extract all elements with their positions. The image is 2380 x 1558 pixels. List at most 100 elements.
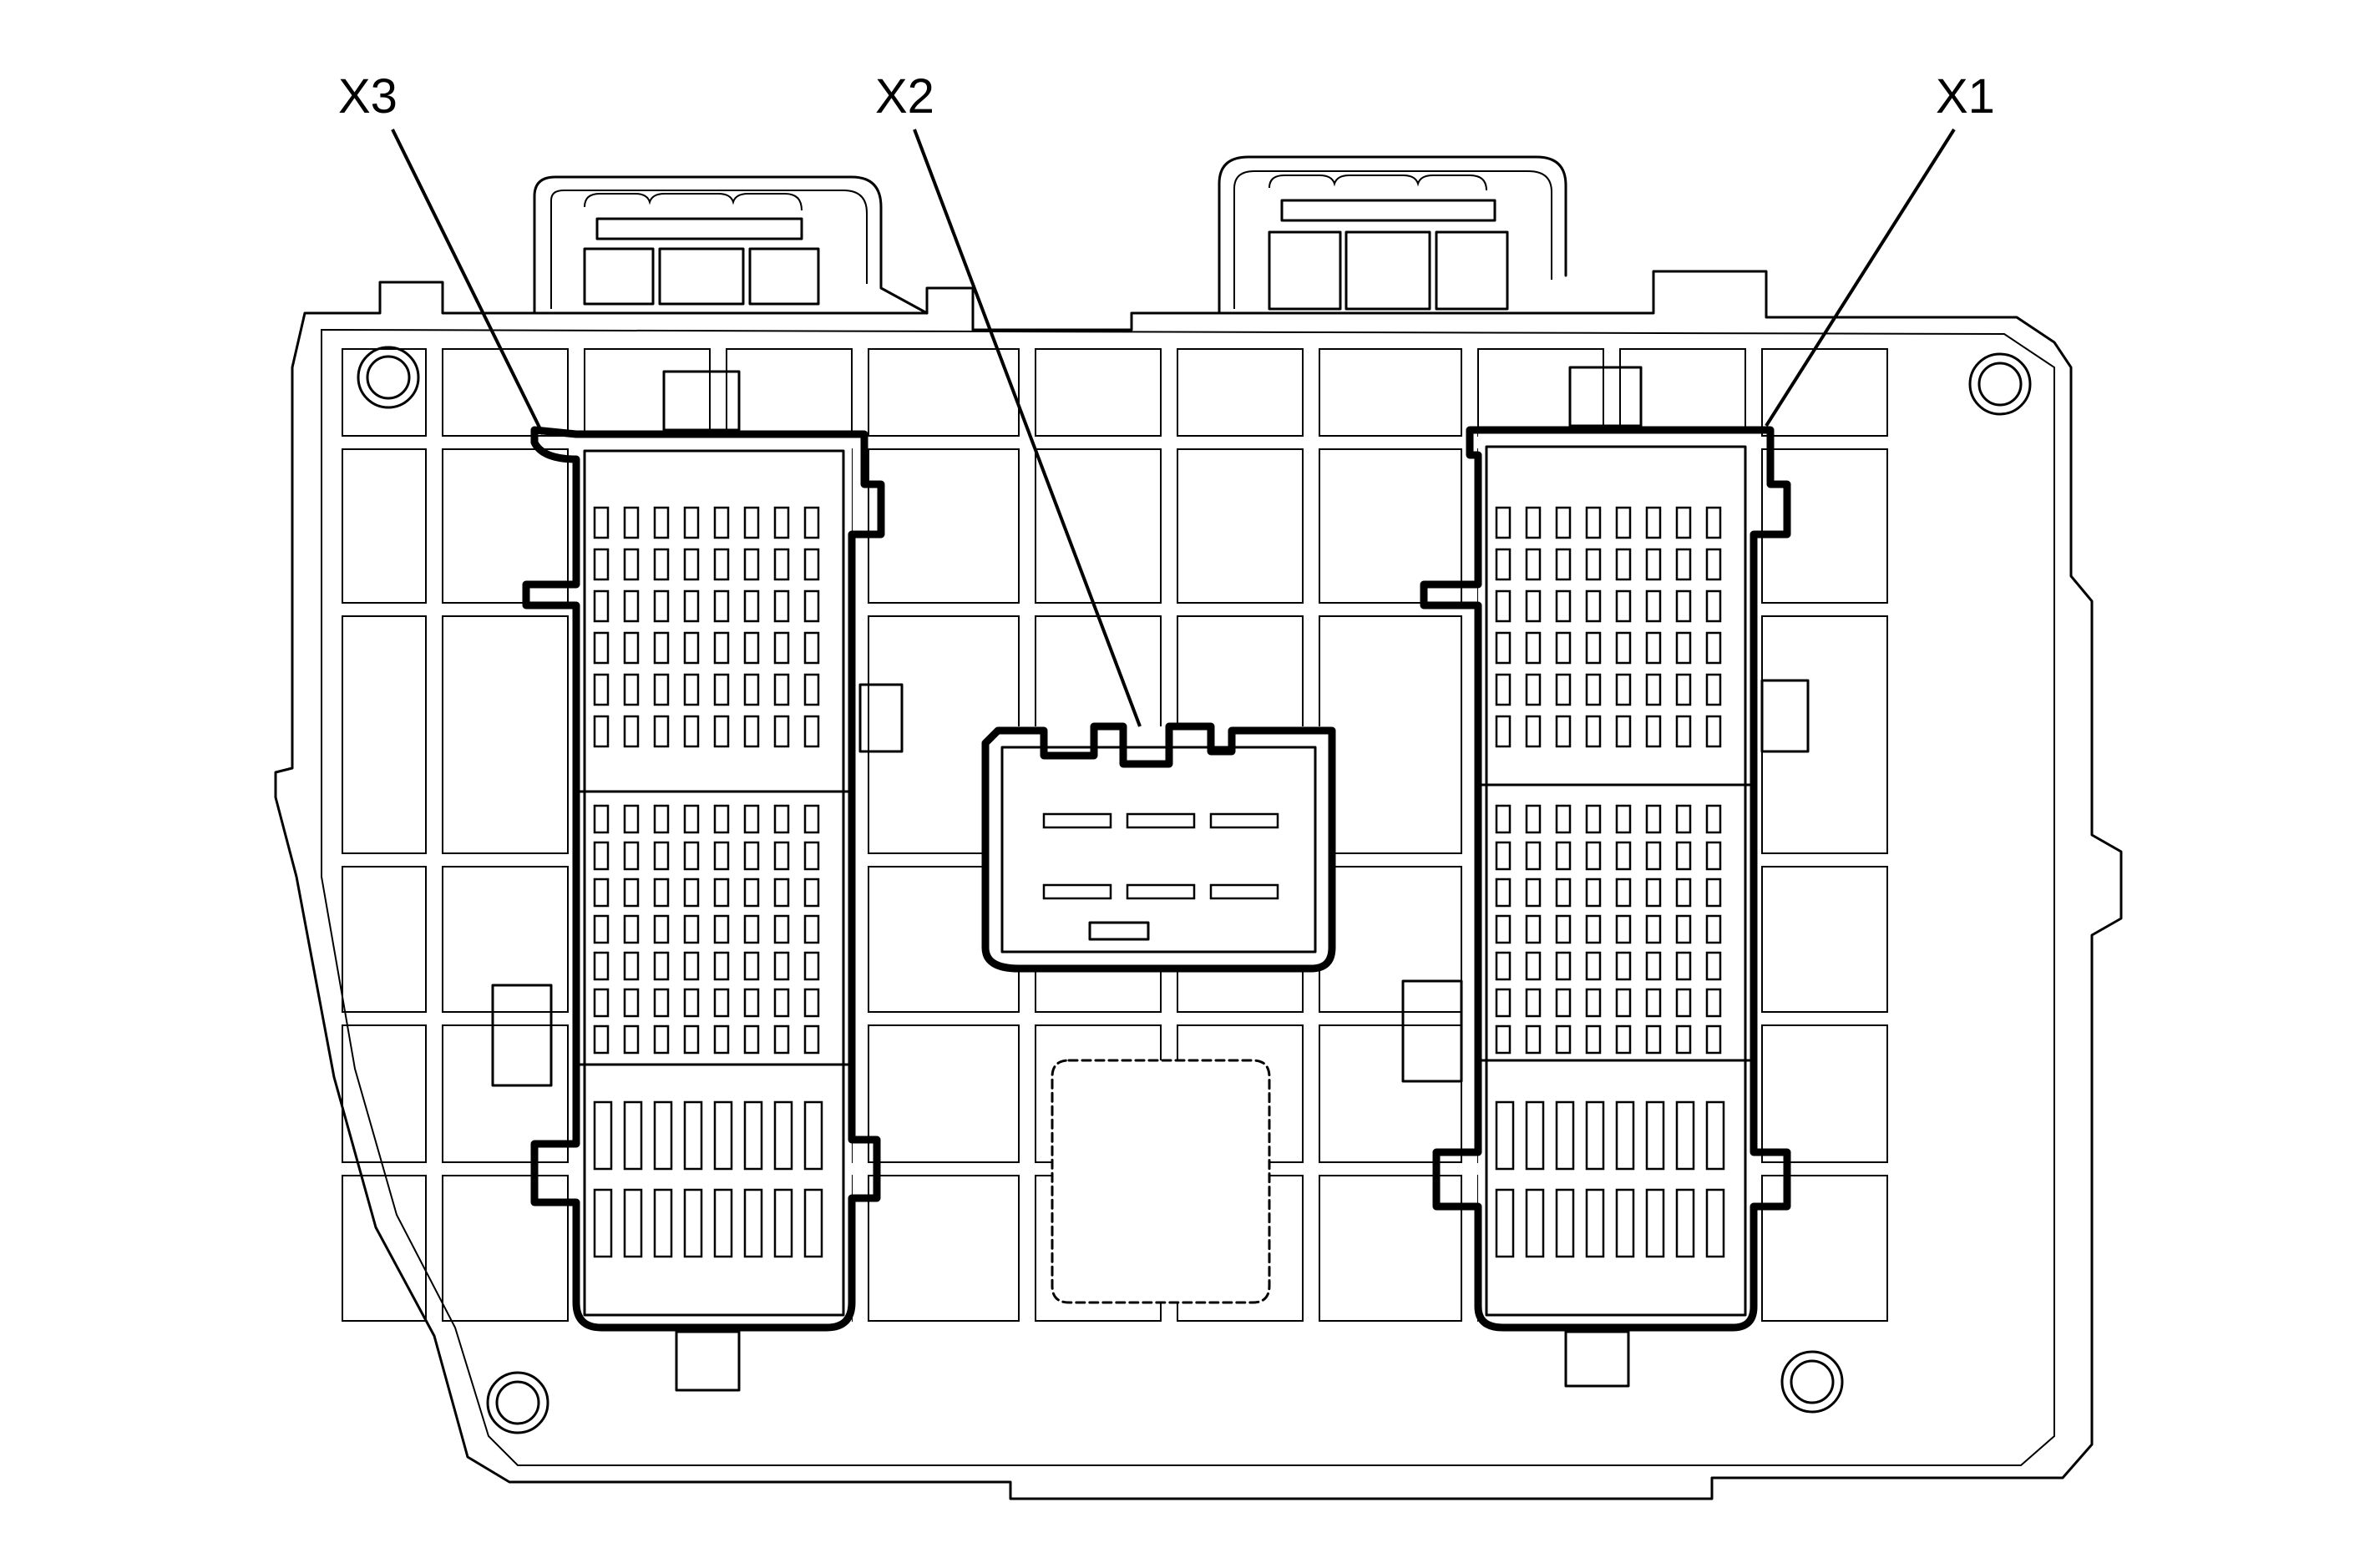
terminal-cavity xyxy=(653,1100,673,1171)
terminal-cavity xyxy=(1525,548,1542,581)
mounting-hole-top-left xyxy=(357,346,420,409)
terminal-cavity xyxy=(803,589,820,623)
x2-terminal-cavity xyxy=(1042,883,1112,900)
terminal-cavity xyxy=(1495,589,1512,623)
top-mounting-tab-right xyxy=(1218,155,1567,315)
rib-cell xyxy=(868,348,1020,437)
rib-cell xyxy=(1761,1024,1888,1163)
terminal-cavity xyxy=(1615,914,1632,944)
rib-cell xyxy=(1177,448,1304,604)
terminal-cavity xyxy=(1585,506,1602,539)
terminal-cavity xyxy=(1675,841,1692,871)
terminal-cavity xyxy=(1495,631,1512,665)
terminal-cavity xyxy=(1525,951,1542,981)
terminal-cavity xyxy=(593,878,610,908)
terminal-cavity xyxy=(803,878,820,908)
terminal-cavity xyxy=(803,951,820,981)
terminal-cavity xyxy=(683,589,700,623)
terminal-cavity xyxy=(1525,715,1542,748)
terminal-cavity xyxy=(623,988,640,1018)
terminal-cavity xyxy=(773,878,790,908)
terminal-cavity xyxy=(773,914,790,944)
terminal-cavity xyxy=(743,988,760,1018)
terminal-cavity xyxy=(1705,589,1722,623)
rib-cell xyxy=(342,1024,427,1163)
terminal-cavity xyxy=(713,804,730,834)
terminal-cavity xyxy=(593,506,610,539)
terminal-cavity xyxy=(1555,914,1572,944)
terminal-cavity xyxy=(773,631,790,665)
leader-x3 xyxy=(391,129,544,435)
terminal-cavity xyxy=(623,1188,643,1258)
terminal-cavity xyxy=(1675,1024,1692,1055)
terminal-cavity xyxy=(1675,673,1692,706)
rib-cell xyxy=(1035,448,1162,604)
rib-cell xyxy=(1761,448,1888,604)
terminal-cavity xyxy=(1585,951,1602,981)
terminal-cavity xyxy=(1585,804,1602,834)
terminal-cavity xyxy=(1585,1188,1605,1258)
terminal-cavity xyxy=(1705,951,1722,981)
terminal-cavity xyxy=(1645,1100,1665,1171)
terminal-cavity xyxy=(1615,1100,1635,1171)
terminal-cavity xyxy=(743,1188,763,1258)
rib-cell xyxy=(1319,348,1462,437)
terminal-cavity xyxy=(773,804,790,834)
terminal-cavity xyxy=(1645,841,1662,871)
rib-cell xyxy=(1319,448,1462,604)
terminal-cavity xyxy=(623,951,640,981)
rib-cell xyxy=(868,1175,1020,1322)
terminal-cavity xyxy=(623,631,640,665)
x2-terminal-cavities xyxy=(1042,812,1279,900)
terminal-cavity xyxy=(713,589,730,623)
terminal-cavity xyxy=(683,804,700,834)
rib-cell xyxy=(1035,348,1162,437)
terminal-cavity xyxy=(1615,548,1632,581)
terminal-cavity xyxy=(1615,878,1632,908)
terminal-cavity xyxy=(773,673,790,706)
terminal-cavity xyxy=(743,506,760,539)
terminal-cavity xyxy=(1705,804,1722,834)
terminal-cavity xyxy=(623,715,640,748)
terminal-cavity xyxy=(773,506,790,539)
terminal-cavity xyxy=(1585,631,1602,665)
terminal-cavity xyxy=(773,548,790,581)
terminal-cavity xyxy=(1525,1100,1545,1171)
terminal-cavity xyxy=(803,804,820,834)
rib-cell xyxy=(442,1175,569,1322)
terminal-cavity xyxy=(743,1100,763,1171)
terminal-cavity xyxy=(1495,841,1512,871)
terminal-cavity xyxy=(773,951,790,981)
terminal-cavity xyxy=(593,1188,613,1258)
rib-cell xyxy=(1319,1175,1462,1322)
terminal-cavity xyxy=(1585,878,1602,908)
terminal-cavity xyxy=(1615,988,1632,1018)
rib-cell xyxy=(868,1024,1020,1163)
terminal-cavity xyxy=(1675,589,1692,623)
terminal-cavity xyxy=(683,878,700,908)
terminal-cavity xyxy=(743,589,760,623)
terminal-cavity xyxy=(1645,914,1662,944)
terminal-cavity xyxy=(1495,673,1512,706)
terminal-cavity xyxy=(713,951,730,981)
terminal-cavity xyxy=(713,841,730,871)
terminal-cavity xyxy=(773,715,790,748)
rib-cell xyxy=(1177,348,1304,437)
terminal-cavity xyxy=(803,1188,823,1258)
terminal-cavity xyxy=(653,1188,673,1258)
terminal-cavity xyxy=(683,988,700,1018)
terminal-cavity xyxy=(1675,878,1692,908)
leader-x1 xyxy=(1765,128,1956,427)
terminal-cavity xyxy=(1675,715,1692,748)
terminal-cavity xyxy=(1525,1024,1542,1055)
terminal-cavity xyxy=(593,841,610,871)
rib-cell xyxy=(342,448,427,604)
x2-terminal-cavity xyxy=(1042,812,1112,829)
terminal-cavity xyxy=(713,715,730,748)
terminal-cavity xyxy=(1525,878,1542,908)
rib-cell xyxy=(1761,348,1888,437)
terminal-cavity xyxy=(1675,804,1692,834)
terminal-cavity xyxy=(653,914,670,944)
terminal-cavity xyxy=(1645,951,1662,981)
terminal-cavity xyxy=(623,1024,640,1055)
